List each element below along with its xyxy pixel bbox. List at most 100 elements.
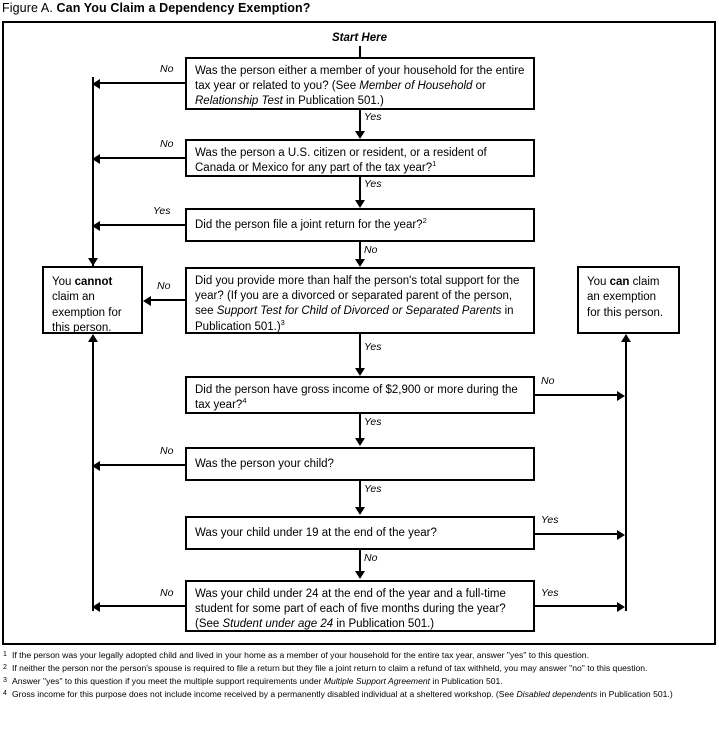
- left-rail-lower-to-cannot: [92, 342, 94, 611]
- right-rail-to-can: [625, 342, 627, 611]
- edge-q8-no: [100, 605, 185, 607]
- edge-q6-no: [100, 464, 185, 466]
- footnote-1-marker: 1: [3, 651, 7, 658]
- q3-footnote-marker: 2: [422, 216, 427, 226]
- connector-start-to-q1: [359, 46, 361, 57]
- edge-q3-no: [359, 242, 361, 260]
- q8-lead: Was your child under 24 at the end of th…: [195, 588, 506, 631]
- arrow-down-into-cannot-box: [88, 258, 98, 266]
- decision-box-joint-return[interactable]: Did the person file a joint return for t…: [185, 208, 535, 242]
- q5-text: Did the person have gross income of $2,9…: [195, 384, 518, 412]
- q8-em-student-under-age-24: Student under age 24: [222, 618, 334, 631]
- edge-label-q3-no: No: [364, 244, 378, 256]
- footnote-2: 2 If neither the person nor the person's …: [3, 663, 716, 674]
- q4-tail: in Publication 501.): [195, 305, 514, 333]
- edge-q2-no: [100, 157, 185, 159]
- edge-label-q5-no: No: [541, 375, 555, 387]
- edge-q2-yes: [359, 177, 361, 201]
- edge-q7-yes: [535, 533, 617, 535]
- edge-q1-no: [100, 82, 185, 84]
- q7-text: Was your child under 19 at the end of th…: [195, 527, 437, 539]
- arrow-left-q1-no: [92, 79, 100, 89]
- q2-footnote-marker: 1: [432, 159, 437, 169]
- left-rail-to-cannot: [92, 77, 94, 266]
- arrow-left-q2-no: [92, 154, 100, 164]
- q1-em-relationship-test: Relationship Test: [195, 95, 283, 108]
- decision-box-gross-income[interactable]: Did the person have gross income of $2,9…: [185, 376, 535, 414]
- edge-q3-yes: [100, 224, 185, 226]
- start-here-label: Start Here: [332, 32, 387, 44]
- q1-em-member-of-household: Member of Household: [359, 80, 473, 93]
- edge-q5-no: [535, 394, 617, 396]
- footnote-3: 3 Answer "yes" to this question if you me…: [3, 676, 716, 687]
- footnote-2-lead: If neither the person nor the person's s…: [12, 662, 648, 673]
- can-strong: can: [609, 276, 630, 288]
- edge-label-q1-no: No: [160, 63, 174, 75]
- edge-label-q6-no: No: [160, 445, 174, 457]
- arrow-down-q2-yes: [355, 200, 365, 208]
- footnote-3-tail: in Publication 501.: [430, 675, 503, 686]
- footnote-2-marker: 2: [3, 663, 7, 671]
- footnote-1: 1 If the person was your legally adopted …: [3, 650, 716, 661]
- figure-label: Figure A.: [2, 1, 53, 15]
- arrow-right-q5-no: [617, 391, 625, 401]
- decision-box-child-under-19[interactable]: Was your child under 19 at the end of th…: [185, 516, 535, 550]
- decision-box-child-under-24-student[interactable]: Was your child under 24 at the end of th…: [185, 580, 535, 632]
- q1-tail: in Publication 501.): [282, 95, 384, 108]
- footnote-3-em: Multiple Support Agreement: [323, 675, 431, 686]
- edge-q4-no: [151, 299, 185, 301]
- terminal-box-can-claim[interactable]: You can claim an exemption for this pers…: [577, 266, 680, 334]
- decision-box-support-test[interactable]: Did you provide more than half the perso…: [185, 267, 535, 334]
- edge-label-q2-no: No: [160, 138, 174, 150]
- q6-text: Was the person your child?: [195, 458, 334, 470]
- arrow-left-q3-yes: [92, 221, 100, 231]
- footnote-3-lead: Answer "yes" to this question if you mee…: [12, 675, 324, 686]
- decision-box-was-person-your-child[interactable]: Was the person your child?: [185, 447, 535, 481]
- edge-label-q2-yes: Yes: [364, 178, 382, 190]
- footnote-4-marker: 4: [3, 689, 7, 697]
- edge-q5-yes: [359, 414, 361, 439]
- arrow-left-q4-no: [143, 296, 151, 306]
- arrow-down-q7-no: [355, 571, 365, 579]
- arrow-up-into-cannot-box: [88, 334, 98, 342]
- edge-label-q3-yes: Yes: [153, 205, 171, 217]
- terminal-box-cannot-claim[interactable]: You cannot claim an exemption for this p…: [42, 266, 143, 334]
- edge-label-q8-yes: Yes: [541, 587, 559, 599]
- arrow-right-q8-yes: [617, 602, 625, 612]
- edge-label-q8-no: No: [160, 587, 174, 599]
- footnote-4-lead: Gross income for this purpose does not i…: [12, 688, 517, 699]
- footnote-4-em: Disabled dependents: [516, 688, 598, 699]
- edge-label-q7-yes: Yes: [541, 514, 559, 526]
- q3-text: Did the person file a joint return for t…: [195, 219, 423, 231]
- can-tail: claim an exemption for this person.: [587, 276, 664, 319]
- q1-lead: Was the person either a member of your h…: [195, 65, 525, 93]
- q4-lead: Did you provide more than half the perso…: [195, 275, 520, 318]
- edge-label-q5-yes: Yes: [364, 416, 382, 428]
- footnote-1-lead: If the person was your legally adopted c…: [12, 650, 589, 660]
- edge-q6-yes: [359, 481, 361, 507]
- footnotes: 1 If the person was your legally adopted …: [3, 650, 716, 702]
- decision-box-citizen-or-resident[interactable]: Was the person a U.S. citizen or residen…: [185, 139, 535, 177]
- edge-q7-no: [359, 550, 361, 572]
- edge-label-q4-yes: Yes: [364, 341, 382, 353]
- decision-box-household-or-relationship[interactable]: Was the person either a member of your h…: [185, 57, 535, 110]
- edge-q8-yes: [535, 605, 617, 607]
- arrow-down-q6-yes: [355, 507, 365, 515]
- edge-q1-yes: [359, 110, 361, 132]
- q1-mid: or: [472, 80, 486, 93]
- figure-title: Figure A. Can You Claim a Dependency Exe…: [2, 1, 311, 15]
- arrow-down-q5-yes: [355, 438, 365, 446]
- cannot-lead: You: [52, 276, 75, 288]
- arrow-down-q1-yes: [355, 131, 365, 139]
- arrow-down-q3-no: [355, 259, 365, 267]
- cannot-tail: claim an exemption for this person.: [52, 291, 122, 335]
- arrow-right-q7-yes: [617, 530, 625, 540]
- edge-q4-yes: [359, 334, 361, 368]
- arrow-left-q6-no: [92, 461, 100, 471]
- q4-footnote-marker: 3: [280, 317, 285, 327]
- q2-text: Was the person a U.S. citizen or residen…: [195, 147, 487, 175]
- arrow-up-into-can-box: [621, 334, 631, 342]
- footnote-3-marker: 3: [3, 676, 7, 684]
- can-lead: You: [587, 276, 610, 288]
